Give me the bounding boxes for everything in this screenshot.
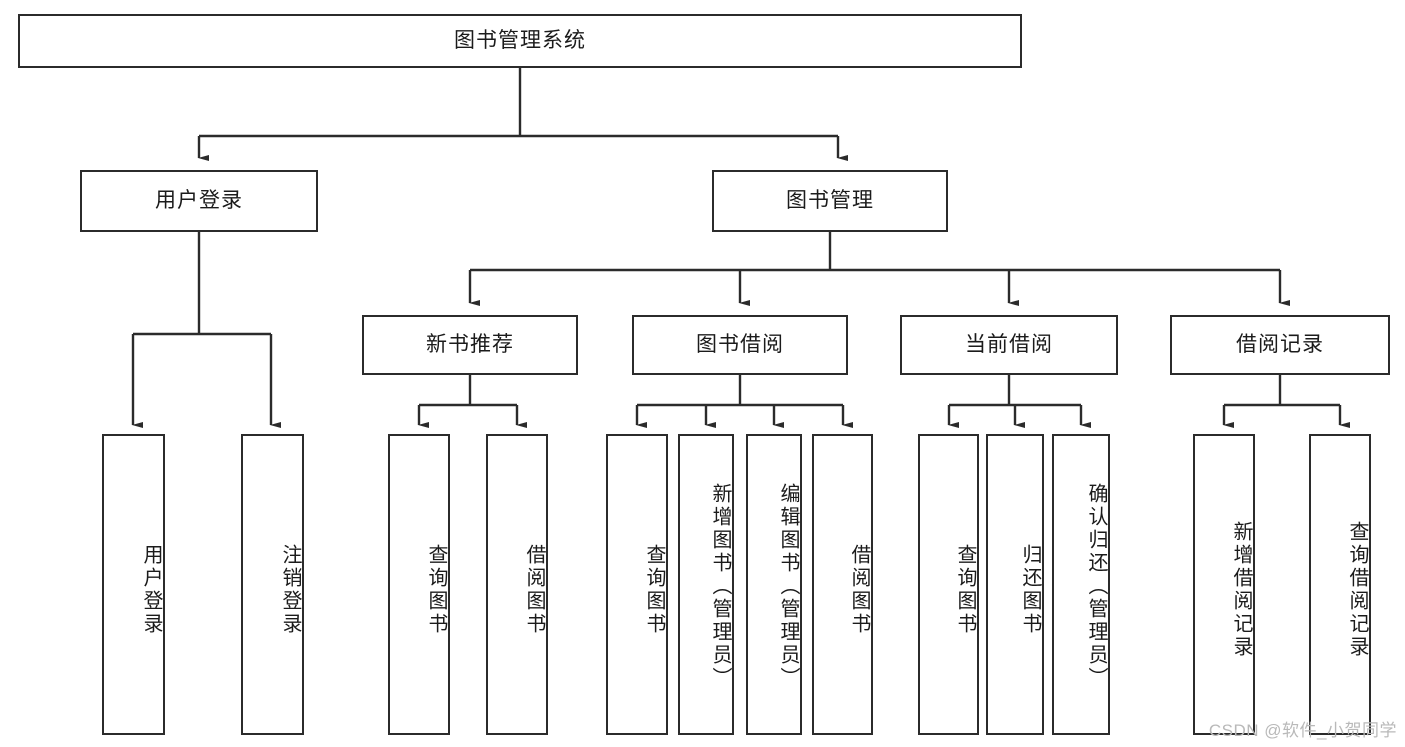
node-user-login[interactable]: 用户登录 (80, 170, 318, 232)
leaf-query-book-current[interactable]: 查询图书 (918, 434, 979, 735)
leaf-query-book-borrow[interactable]: 查询图书 (606, 434, 668, 735)
node-new-book-recommend[interactable]: 新书推荐 (362, 315, 578, 375)
leaf-return-book[interactable]: 归还图书 (986, 434, 1044, 735)
leaf-add-borrow-record[interactable]: 新增借阅记录 (1193, 434, 1255, 735)
leaf-confirm-return-admin[interactable]: 确认归还（管理员） (1052, 434, 1110, 735)
leaf-logout[interactable]: 注销登录 (241, 434, 304, 735)
leaf-edit-book-admin[interactable]: 编辑图书（管理员） (746, 434, 802, 735)
leaf-query-book-recommend[interactable]: 查询图书 (388, 434, 450, 735)
node-current-borrow[interactable]: 当前借阅 (900, 315, 1118, 375)
leaf-add-book-admin[interactable]: 新增图书（管理员） (678, 434, 734, 735)
leaf-query-borrow-record[interactable]: 查询借阅记录 (1309, 434, 1371, 735)
node-borrow-records[interactable]: 借阅记录 (1170, 315, 1390, 375)
node-book-management[interactable]: 图书管理 (712, 170, 948, 232)
leaf-user-login[interactable]: 用户登录 (102, 434, 165, 735)
node-root-system[interactable]: 图书管理系统 (18, 14, 1022, 68)
csdn-watermark: CSDN @软件_小贺同学 (1208, 721, 1397, 740)
leaf-borrow-book-recommend[interactable]: 借阅图书 (486, 434, 548, 735)
leaf-borrow-book[interactable]: 借阅图书 (812, 434, 873, 735)
node-book-borrow[interactable]: 图书借阅 (632, 315, 848, 375)
